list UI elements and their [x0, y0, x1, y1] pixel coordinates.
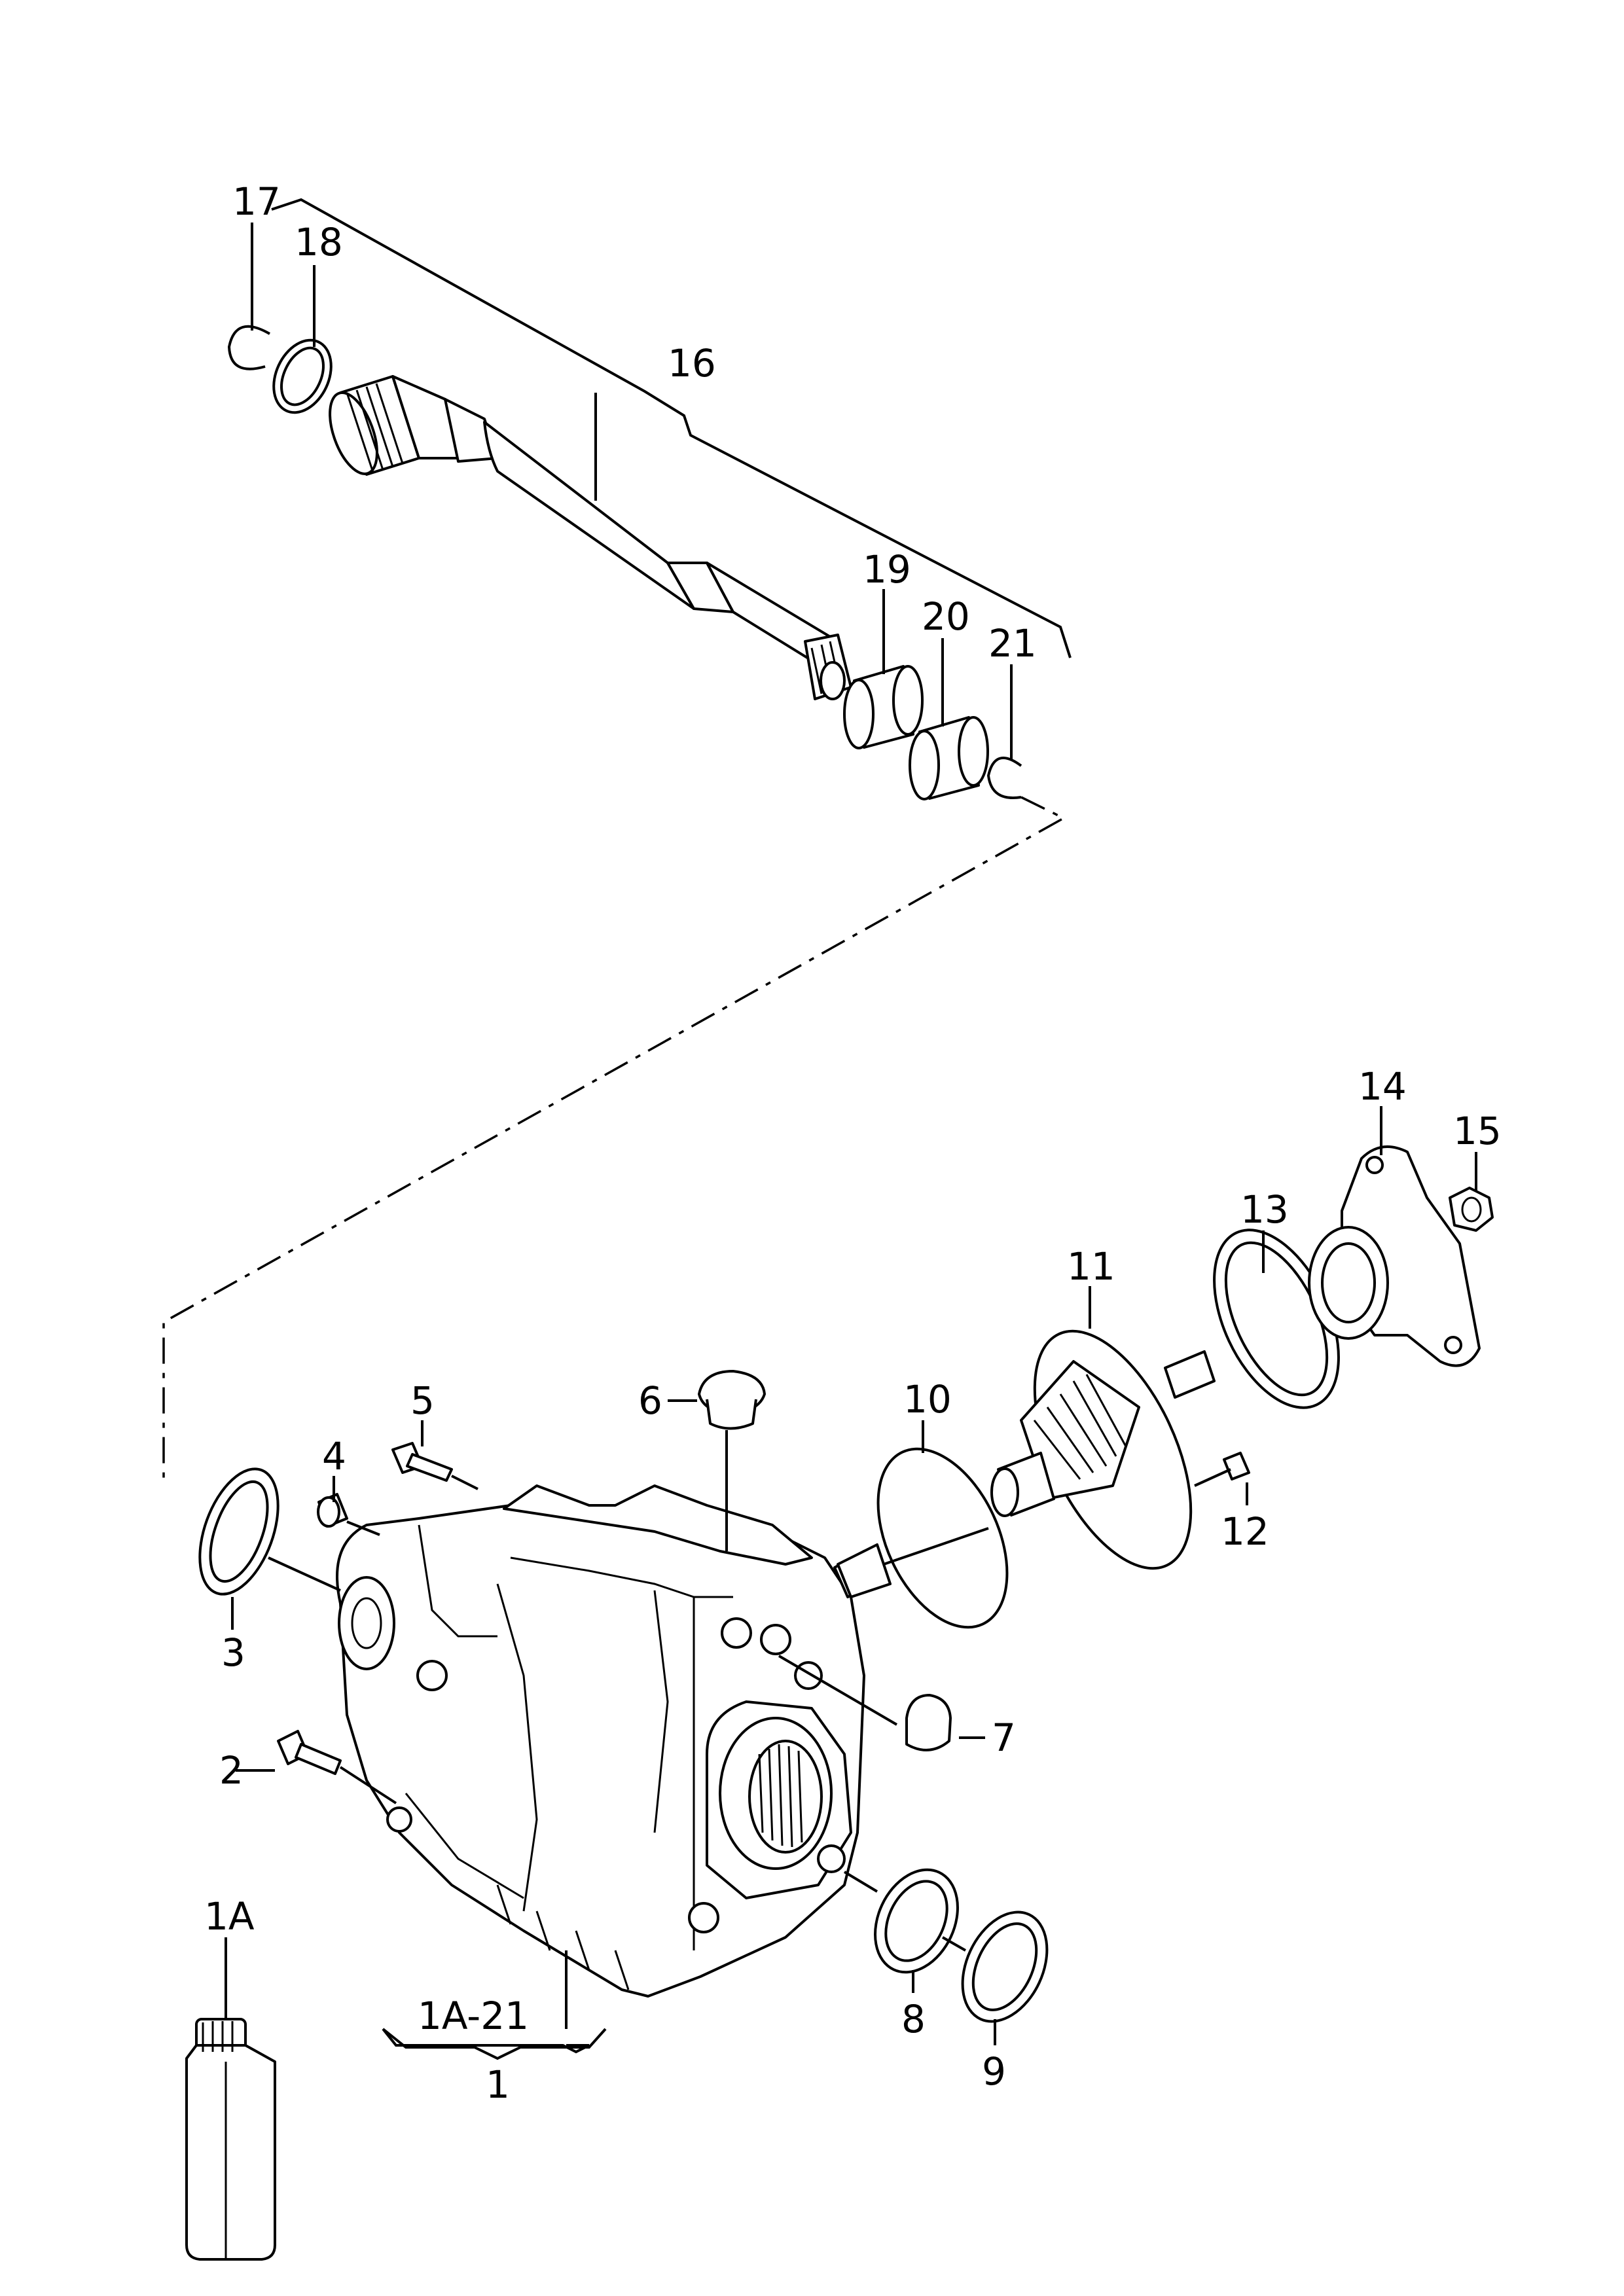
circlip-17[interactable]	[227, 325, 270, 370]
callout-labels: 17 18 16 19 20 21 14 15 13 11 10 6 5 4 1…	[204, 179, 1502, 2107]
o-ring-10[interactable]	[837, 1429, 1033, 1648]
callout-13[interactable]: 13	[1240, 1187, 1289, 1232]
drive-shaft-16[interactable]	[321, 375, 852, 700]
seal-3[interactable]	[185, 1458, 341, 1605]
callout-7[interactable]: 7	[992, 1715, 1016, 1760]
assembly-connection-line	[162, 796, 1066, 1486]
callout-20[interactable]: 20	[922, 594, 970, 639]
callout-9[interactable]: 9	[982, 2049, 1006, 2094]
circlip-21[interactable]	[986, 757, 1022, 799]
cap-6[interactable]	[698, 1370, 766, 1551]
callout-17[interactable]: 17	[232, 179, 281, 224]
callout-4[interactable]: 4	[322, 1434, 346, 1479]
callout-19[interactable]: 19	[863, 547, 911, 592]
seal-8[interactable]	[843, 1856, 973, 1986]
seal-13[interactable]	[1189, 1211, 1364, 1427]
callout-21[interactable]: 21	[988, 621, 1037, 666]
plug-7[interactable]	[778, 1655, 952, 1751]
transfer-case-housing[interactable]	[336, 1484, 878, 1998]
callout-15[interactable]: 15	[1453, 1109, 1502, 1153]
needle-bearing-20[interactable]	[909, 716, 989, 800]
callout-14[interactable]: 14	[1358, 1064, 1407, 1109]
group-bracket-16	[271, 198, 1072, 658]
nut-15[interactable]	[1449, 1187, 1494, 1232]
callout-11[interactable]: 11	[1067, 1244, 1115, 1289]
callout-18[interactable]: 18	[295, 220, 343, 264]
callout-12[interactable]: 12	[1221, 1509, 1269, 1554]
ring-18[interactable]	[262, 331, 342, 422]
callout-6[interactable]: 6	[638, 1378, 662, 1423]
callout-2[interactable]: 2	[219, 1748, 244, 1793]
oil-bottle-1a[interactable]	[185, 2018, 276, 2261]
callout-16[interactable]: 16	[668, 341, 716, 386]
needle-bearing-19[interactable]	[843, 665, 924, 749]
flange-14[interactable]	[1308, 1145, 1481, 1367]
bolt-12[interactable]	[1194, 1452, 1250, 1487]
sensor-5[interactable]	[391, 1442, 478, 1490]
callout-3[interactable]: 3	[221, 1630, 245, 1675]
callout-1[interactable]: 1	[486, 2062, 510, 2107]
seal-9[interactable]	[942, 1899, 1064, 2036]
bolt-2[interactable]	[277, 1730, 397, 1804]
plug-4[interactable]	[317, 1493, 380, 1536]
callout-10[interactable]: 10	[903, 1377, 952, 1422]
ring-gear-11[interactable]	[990, 1308, 1223, 1592]
callout-8[interactable]: 8	[901, 1997, 926, 2041]
callout-1a-21[interactable]: 1A-21	[418, 1994, 529, 2038]
callout-leaders	[225, 223, 1477, 2045]
callout-1a[interactable]: 1A	[204, 1894, 255, 1939]
callout-5[interactable]: 5	[410, 1378, 435, 1423]
